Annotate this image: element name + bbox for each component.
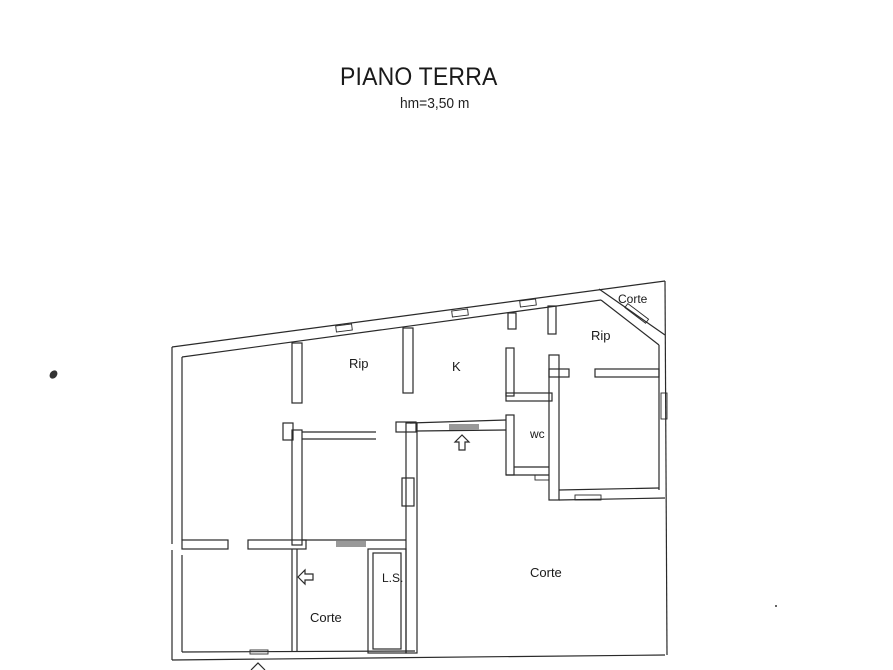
ceiling-height: hm=3,50 m	[400, 95, 470, 112]
scan-speck	[775, 605, 777, 607]
arrow-up-bottom-entrance-icon	[250, 662, 266, 670]
interior-walls	[181, 305, 666, 654]
room-label-rip: Rip	[349, 356, 369, 371]
room-label-corte-small: Corte	[310, 610, 342, 625]
room-label-rip-2: Rip	[591, 328, 611, 343]
room-label-wc: wc	[530, 427, 545, 441]
room-label-corte-top: Corte	[618, 292, 648, 306]
plan-title: PIANO TERRA	[340, 63, 498, 91]
room-label-corte-main: Corte	[530, 565, 562, 580]
windows	[249, 298, 668, 655]
room-label-kitchen: K	[452, 359, 461, 374]
room-label-ls: L.S.	[382, 571, 404, 585]
arrow-up-entrance-icon	[453, 434, 471, 451]
arrow-left-entrance-icon	[297, 568, 314, 586]
